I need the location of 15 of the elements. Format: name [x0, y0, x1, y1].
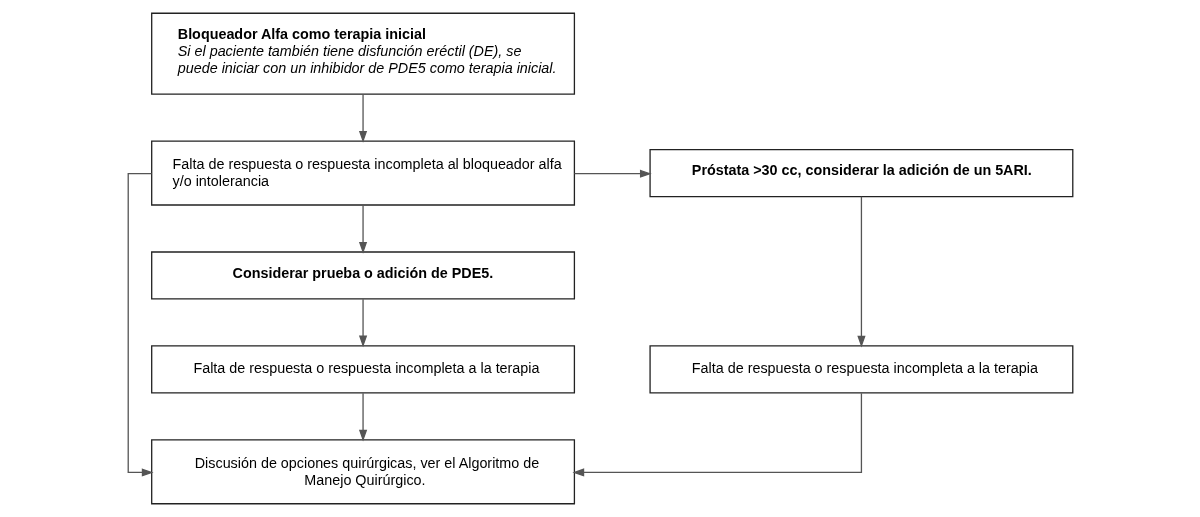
node-box: Bloqueador Alfa como terapia inicial Si el paciente también tiene disfunción eréctil (DE), se puede iniciar con un inhibidor de PDE5 como terapia inicial.: [150, 12, 575, 95]
node-box: Falta de respuesta o respuesta incompleta a la terapia: [150, 345, 575, 394]
arrow: [571, 392, 862, 477]
arrow: [358, 93, 367, 143]
node-box: Próstata >30 cc, considerar la adición de un 5ARI.: [648, 148, 1073, 198]
node-box: Falta de respuesta o respuesta incompleta al bloqueador alfa y/o intolerancia: [150, 140, 575, 206]
arrow: [358, 298, 367, 348]
arrow: [127, 173, 154, 477]
arrow: [856, 196, 866, 348]
node-box: Falta de respuesta o respuesta incompleta a la terapia: [648, 345, 1073, 394]
node-box: Discusión de opciones quirúrgicas, ver el Algoritmo de Manejo Quirúrgico.: [150, 439, 575, 505]
arrow: [358, 204, 367, 254]
arrow: [358, 392, 367, 442]
node-box: Considerar prueba o adición de PDE5.: [150, 251, 575, 300]
arrow: [573, 169, 652, 178]
